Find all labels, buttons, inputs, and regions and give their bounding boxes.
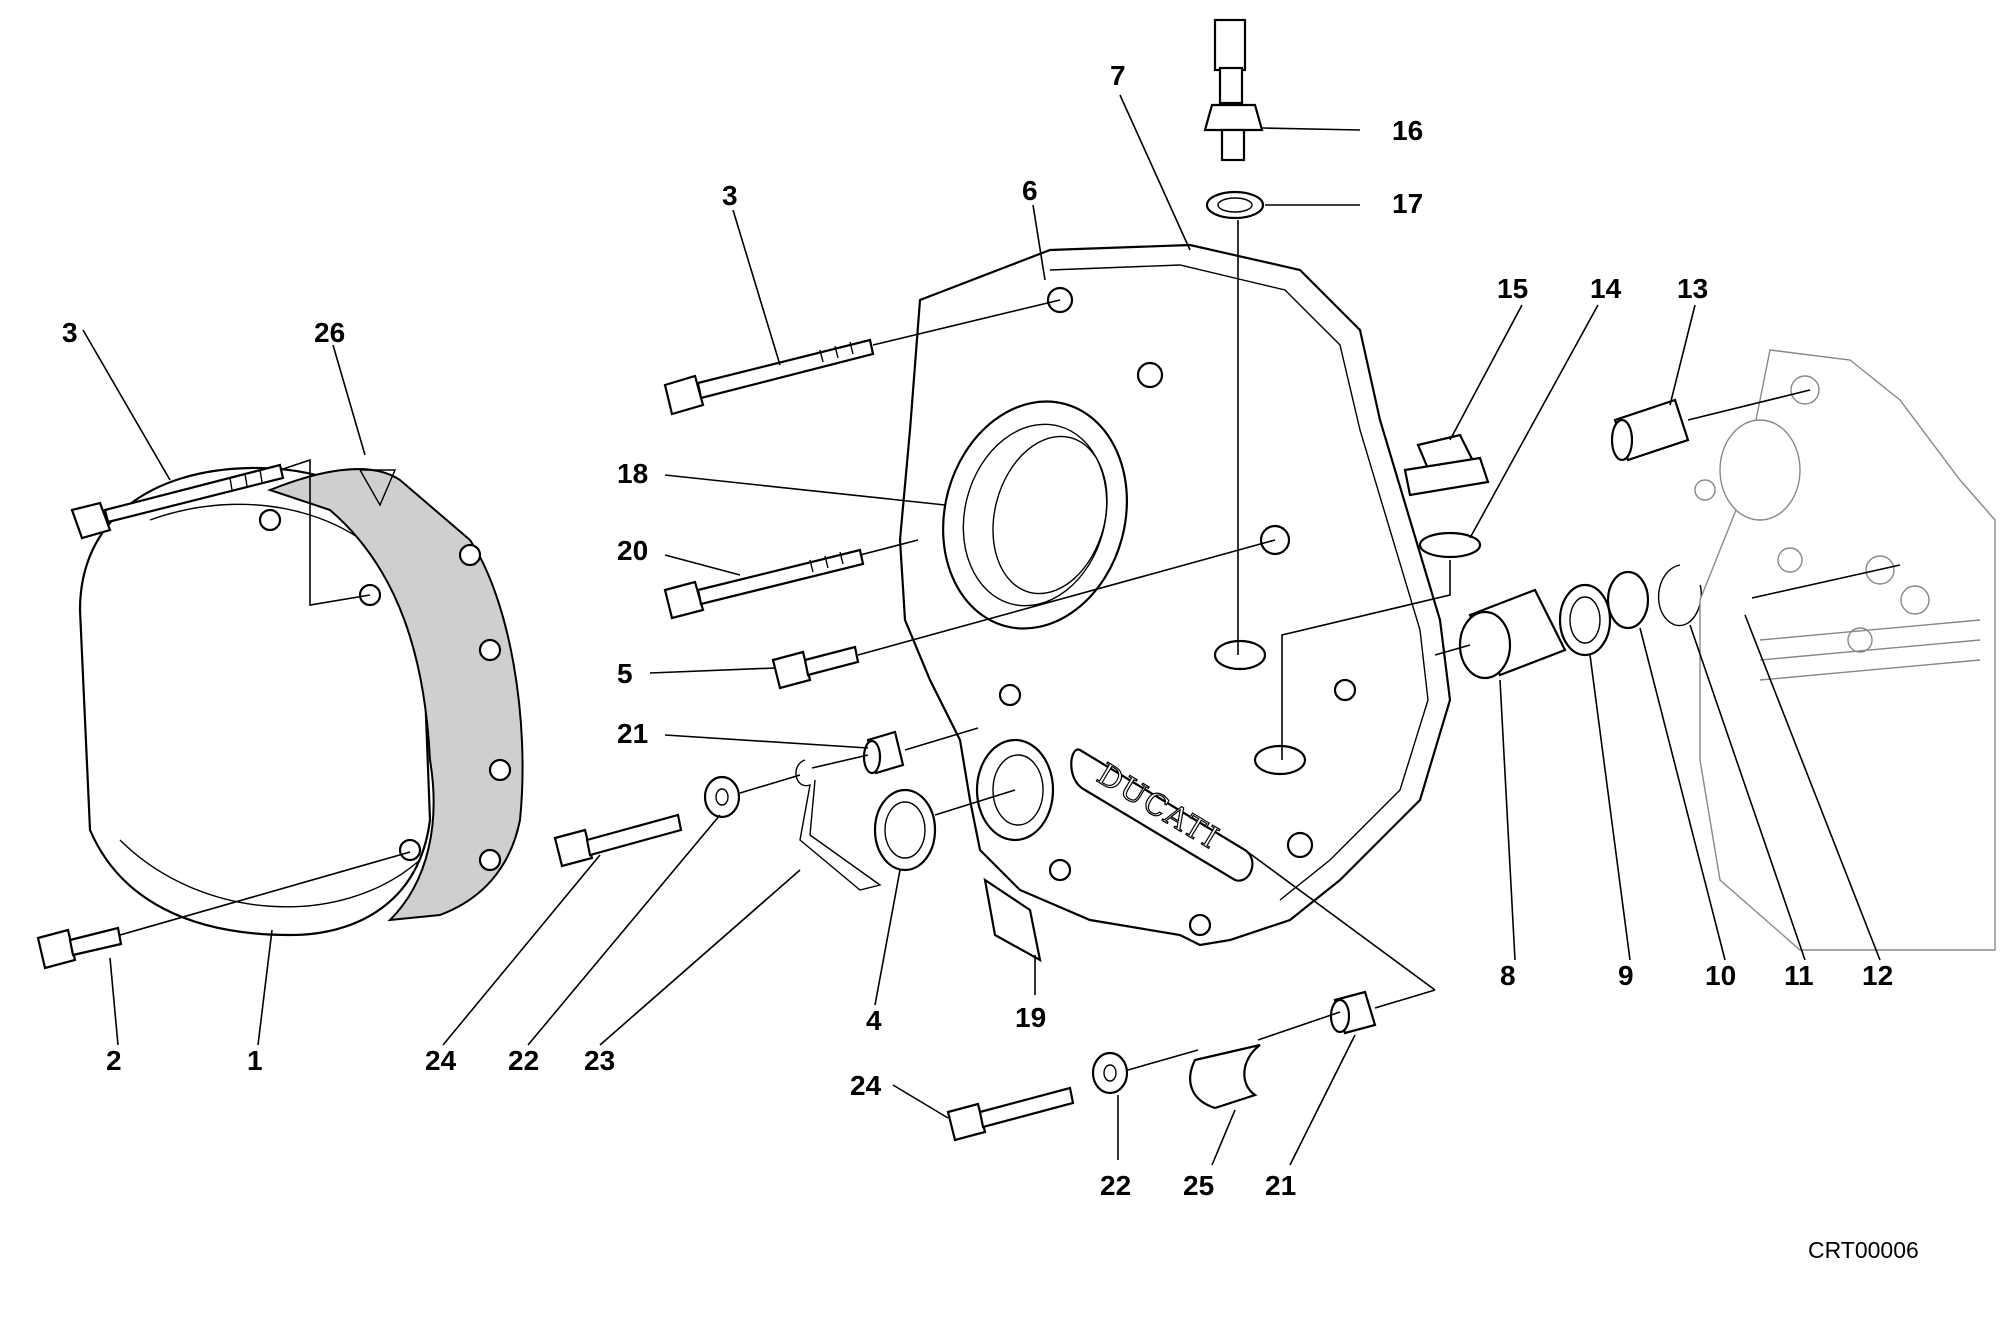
callout-21-bottom: 21 [1265, 1170, 1296, 1201]
callout-10: 10 [1705, 960, 1736, 991]
washer-22-middle [703, 775, 741, 819]
leader-lines [82, 94, 1901, 1166]
oil-seal-4 [873, 788, 937, 872]
bolt-5 [771, 645, 860, 690]
drawing-code: CRT00006 [1808, 1237, 1919, 1263]
main-case-cover: DUCATI [898, 243, 1452, 947]
bolt-20 [663, 548, 865, 620]
callout-12: 12 [1862, 960, 1893, 991]
bolt-24-bottom [946, 1086, 1075, 1142]
o-ring-17 [1205, 190, 1265, 220]
callout-8: 8 [1500, 960, 1516, 991]
callout-18: 18 [617, 458, 648, 489]
o-ring-14 [1418, 531, 1482, 559]
bolt-3-top [663, 338, 875, 416]
callout-20: 20 [617, 535, 648, 566]
callout-labels: 3 26 2 1 3 6 7 18 20 5 21 24 22 23 4 19 … [62, 60, 1893, 1201]
callout-7: 7 [1110, 60, 1126, 91]
callout-21-middle: 21 [617, 718, 648, 749]
callout-24-bottom: 24 [850, 1070, 882, 1101]
callout-24-middle: 24 [425, 1045, 457, 1076]
callout-2: 2 [106, 1045, 122, 1076]
callout-19: 19 [1015, 1002, 1046, 1033]
callout-1: 1 [247, 1045, 263, 1076]
callout-22-bottom: 22 [1100, 1170, 1131, 1201]
callout-6: 6 [1022, 175, 1038, 206]
callout-16: 16 [1392, 115, 1423, 146]
callout-9: 9 [1618, 960, 1634, 991]
bushing-21-bottom [1329, 990, 1377, 1035]
cover-gasket [258, 468, 524, 922]
sensor-16 [1203, 18, 1264, 162]
bushing-13 [1610, 398, 1690, 462]
callout-3-left: 3 [62, 317, 78, 348]
callout-15: 15 [1497, 273, 1528, 304]
engine-crankcase-outline [1694, 349, 1996, 951]
bushing-8 [1458, 588, 1567, 680]
bolt-2 [36, 926, 123, 970]
callout-5: 5 [617, 658, 633, 689]
callout-3-top: 3 [722, 180, 738, 211]
bushing-21-middle [862, 730, 905, 775]
washer-22-bottom [1091, 1051, 1129, 1095]
plate-19 [983, 877, 1042, 963]
plug-15 [1403, 433, 1490, 497]
bracket-25 [1189, 1043, 1261, 1110]
callout-22-middle: 22 [508, 1045, 539, 1076]
callout-13: 13 [1677, 273, 1708, 304]
callout-11: 11 [1784, 960, 1814, 991]
bolt-3-left [70, 463, 285, 540]
circlip-11 [1658, 564, 1702, 627]
callout-26: 26 [314, 317, 345, 348]
callout-4: 4 [866, 1005, 882, 1036]
seal-9 [1558, 583, 1612, 657]
ring-10 [1606, 570, 1650, 630]
callout-14: 14 [1590, 273, 1622, 304]
callout-17: 17 [1392, 188, 1423, 219]
callout-25: 25 [1183, 1170, 1214, 1201]
wire-clip-23 [795, 759, 882, 891]
callout-23: 23 [584, 1045, 615, 1076]
bolt-24-middle [553, 813, 683, 868]
